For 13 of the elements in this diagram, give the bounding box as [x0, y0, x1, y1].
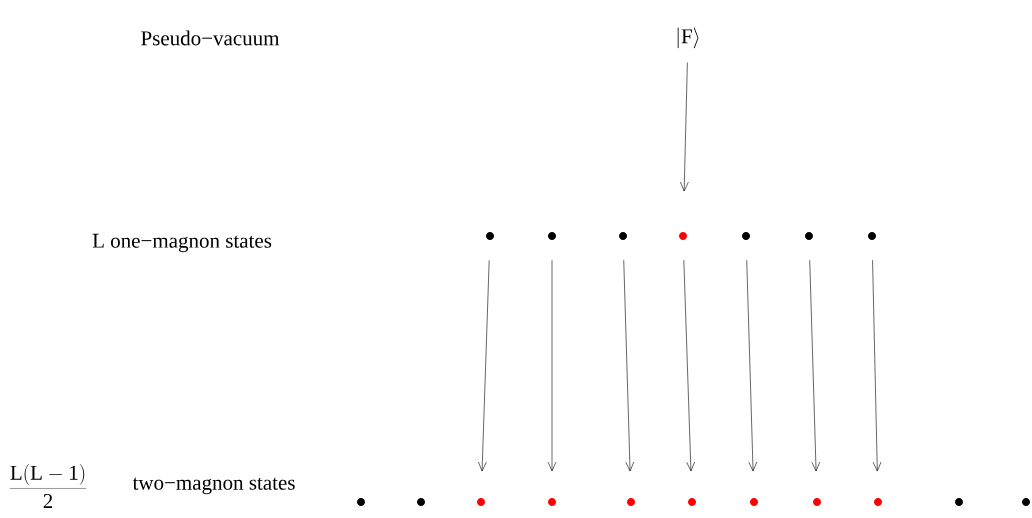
- arrow: [623, 259, 635, 472]
- arrow: [478, 259, 490, 472]
- ket-symbol: $\left|\mathrm{F}\right\rangle$: [677, 27, 699, 49]
- row-label: L one−magnon states: [92, 233, 272, 253]
- row-label: Pseudo−vacuum: [141, 30, 280, 46]
- arrow: [683, 259, 695, 472]
- arrow: [680, 62, 689, 192]
- arrow: [547, 259, 557, 472]
- arrow: [746, 259, 758, 472]
- fraction-label: $\frac{\mathrm{L(L-1)}}{\mathrm{2}}$: [9, 464, 87, 508]
- arrow: [872, 259, 882, 472]
- row-label: two−magnon states: [132, 477, 295, 495]
- arrow: [809, 259, 821, 472]
